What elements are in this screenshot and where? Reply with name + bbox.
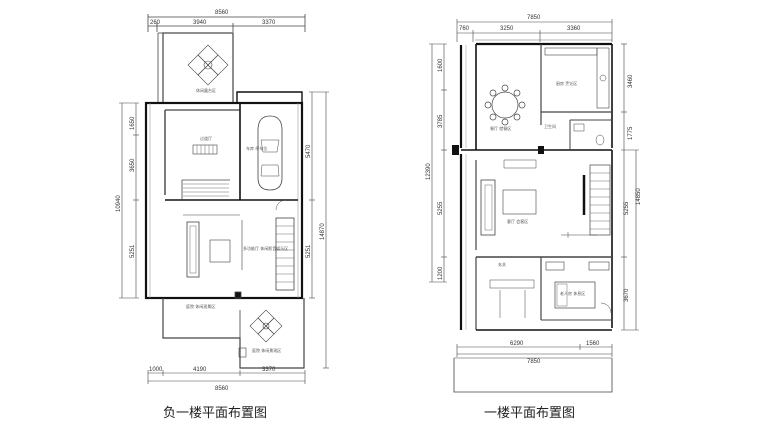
right-dim-right-1: 3460 [628, 74, 634, 88]
bed-icon [554, 281, 596, 309]
right-room-kitchen: 厨房 烹饪区 [556, 80, 577, 86]
left-right-dimension-lines [309, 91, 329, 369]
left-dim-left-2: 3650 [130, 158, 136, 172]
right-bottom-terrace [453, 358, 613, 393]
sofa-icon [186, 221, 200, 278]
left-dim-top-total: 8560 [215, 10, 229, 16]
left-dim-top-1: 260 [150, 20, 161, 26]
right-dim-bottom-2: 1560 [586, 341, 600, 347]
right-room-dining: 餐厅 就餐区 [490, 125, 511, 131]
right-dim-top-3: 3360 [567, 26, 581, 32]
right-dim-right-2: 1775 [628, 126, 634, 140]
right-room-entry: 玄关 [498, 261, 506, 267]
right-room-toilet: 卫生间 [544, 123, 556, 129]
left-dim-top-3: 3370 [262, 20, 276, 26]
right-dim-left-3: 5255 [438, 201, 444, 215]
left-dim-left-3: 5251 [130, 244, 136, 258]
left-stair-lower [275, 217, 295, 291]
right-plan-caption: 一楼平面布置图 [484, 406, 576, 421]
right-dim-bottom-total: 7850 [527, 359, 541, 365]
left-dim-right-1: 5470 [306, 144, 312, 158]
left-dim-top-2: 3940 [193, 20, 207, 26]
right-dim-left-1: 1600 [438, 58, 444, 72]
left-top-dimension-lines [147, 14, 306, 32]
left-outer-wall [144, 101, 304, 300]
column-block [234, 291, 242, 299]
right-dim-left-2: 3785 [438, 114, 444, 128]
left-room-terrace: 休闲露台区 [196, 87, 216, 93]
kitchen-counter [596, 47, 610, 109]
car-icon [257, 115, 283, 191]
right-dim-left-4: 1200 [438, 266, 444, 280]
left-bottom-yard [162, 298, 305, 369]
plant-icon [249, 309, 283, 343]
right-dim-right-total: 14850 [636, 188, 642, 205]
right-dim-right-4: 3670 [624, 288, 630, 302]
left-room-garage: 车库 停车位 [246, 145, 267, 151]
plant-icon [187, 44, 229, 86]
right-dim-top-total: 7850 [527, 15, 541, 21]
left-stair-upper [183, 183, 229, 197]
left-dim-left-total: 10940 [116, 195, 122, 212]
left-left-dimension-lines [119, 102, 139, 299]
left-dim-left-1: 1650 [130, 116, 136, 130]
right-dim-left-total: 12390 [426, 163, 432, 180]
left-dim-bottom-2: 4190 [193, 367, 207, 373]
left-room-yard-bl: 庭院 休闲观景区 [186, 303, 215, 309]
right-dim-bottom-1: 6290 [510, 341, 524, 347]
right-bottom-dimension-lines [456, 344, 613, 357]
left-plan-caption: 负一楼平面布置图 [163, 406, 268, 421]
left-room-living: 多功能厅 休闲影音娱乐区 [243, 245, 288, 251]
right-dim-right-3: 5255 [624, 201, 630, 215]
left-dim-bottom-total: 8560 [215, 386, 229, 392]
coffee-table-icon [502, 189, 537, 215]
coffee-table-icon [209, 239, 231, 263]
left-dim-right-total: 14870 [320, 223, 326, 240]
basement-floor-plan [119, 14, 329, 384]
right-right-dimension-lines [621, 43, 639, 331]
left-room-hall: 过道厅 [200, 135, 212, 141]
right-room-bedroom: 老人房 休息区 [560, 290, 585, 296]
left-dim-right-2: 5251 [306, 244, 312, 258]
left-room-yard-br: 庭院 休闲景观区 [252, 347, 281, 353]
left-bottom-dimension-lines [147, 370, 306, 384]
left-dim-bottom-3: 3370 [262, 367, 276, 373]
toilet-fixture [573, 123, 585, 132]
right-dim-top-1: 760 [459, 26, 470, 32]
right-room-living: 客厅 会客区 [507, 218, 528, 224]
right-dim-top-2: 3250 [500, 26, 514, 32]
dining-table-icon [484, 84, 526, 126]
right-left-dimension-lines [429, 43, 447, 283]
right-stair [589, 164, 611, 236]
ground-floor-plan [429, 19, 639, 393]
left-dim-bottom-1: 1000 [149, 367, 163, 373]
right-top-dimension-lines [456, 19, 613, 42]
sofa-icon [480, 179, 496, 236]
